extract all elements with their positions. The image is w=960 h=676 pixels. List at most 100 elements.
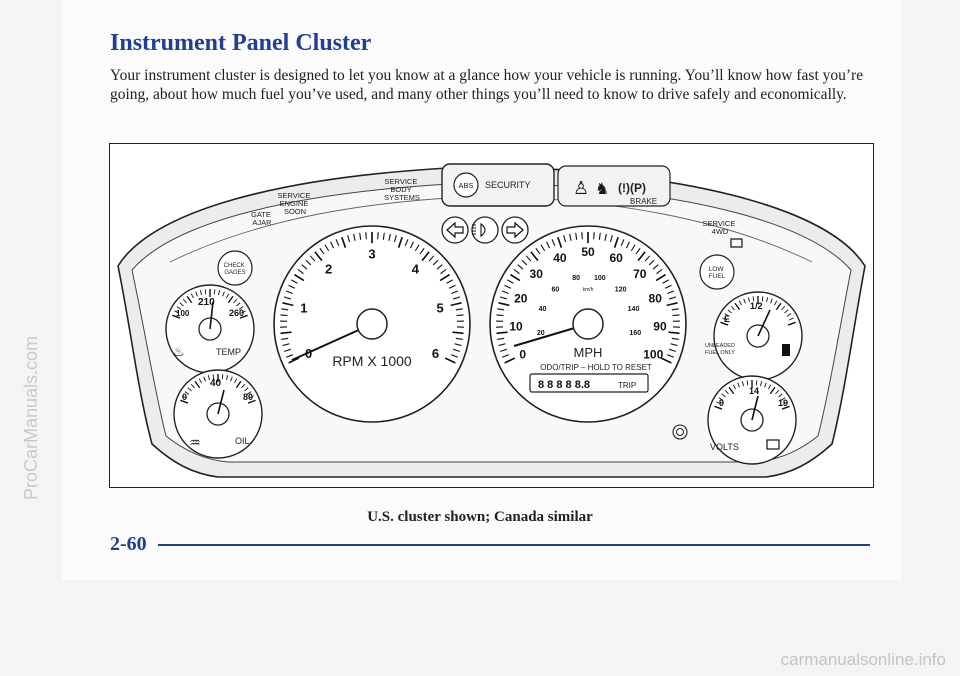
temp-scale-260: 260 xyxy=(229,308,244,318)
tach-hub xyxy=(356,308,388,340)
service-body-systems-light: SERVICE BODY SYSTEMS xyxy=(384,177,420,202)
gauge-number: 100 xyxy=(594,275,606,282)
gauge-tick xyxy=(455,308,463,311)
gauge-tick xyxy=(598,232,601,240)
gauge-tick xyxy=(190,383,195,389)
gauge-tick xyxy=(667,290,675,295)
gauge-tick xyxy=(172,314,181,319)
gauge-number: 3 xyxy=(368,247,375,262)
gauge-tick xyxy=(774,300,778,306)
gauge-number: 6 xyxy=(432,346,439,361)
gauge-tick xyxy=(291,279,298,284)
gauge-tick xyxy=(281,337,289,340)
gauge-tick xyxy=(655,273,667,282)
gauge-tick xyxy=(496,331,508,335)
gauge-tick xyxy=(666,301,678,307)
gauge-tick xyxy=(324,244,330,252)
fuel-scale-empty: E xyxy=(724,314,730,324)
gauge-tick xyxy=(226,375,229,381)
gauge-tick xyxy=(786,313,792,317)
gauge-tick xyxy=(204,289,207,295)
gauge-tick xyxy=(664,284,672,289)
battery-icon-4wd xyxy=(730,238,743,248)
seatbelt-brake-panel xyxy=(557,165,671,207)
gauge-tick xyxy=(778,393,783,398)
gauge-tick xyxy=(788,317,794,321)
gauge-number: 10 xyxy=(509,320,523,334)
gauge-number: 30 xyxy=(530,267,544,281)
gauge-tick xyxy=(499,296,507,300)
gauge-tick xyxy=(319,247,325,255)
right-turn-signal-icon xyxy=(501,216,529,244)
gauge-tick xyxy=(234,378,238,384)
gauge-tick xyxy=(182,298,187,304)
fuel-needle xyxy=(757,309,771,337)
gauge-tick xyxy=(545,241,551,249)
gauge-tick xyxy=(203,376,206,382)
gauge-tick xyxy=(604,233,607,241)
gauge-tick xyxy=(644,255,651,262)
trip-reset-button[interactable] xyxy=(672,424,688,440)
gauge-tick xyxy=(238,306,244,310)
gauge-tick xyxy=(652,264,659,270)
gauge-tick xyxy=(382,232,385,240)
speedo-hub xyxy=(572,308,604,340)
gauge-tick xyxy=(504,357,516,364)
gauge-tick xyxy=(668,331,680,335)
unleaded-fuel-only-label: UNLEADED FUEL ONLY xyxy=(705,343,736,356)
tach-label: RPM X 1000 xyxy=(332,353,412,369)
gauge-tick xyxy=(244,387,249,392)
gauge-tick xyxy=(353,233,356,241)
gauge-tick xyxy=(444,357,456,364)
gauge-tick xyxy=(502,354,509,358)
gauge-tick xyxy=(728,386,735,395)
gauge-tick xyxy=(513,269,520,275)
fuel-pump-icon xyxy=(782,344,790,356)
gauge-number: 40 xyxy=(553,251,567,265)
warning-lights-left: GATE AJAR SERVICE ENGINE SOON SERVICE BO… xyxy=(251,177,420,227)
gauge-tick xyxy=(247,399,256,404)
gauge-tick xyxy=(766,297,769,303)
gauge-tick xyxy=(218,290,221,296)
gauge-tick xyxy=(741,381,744,387)
gauge-tick xyxy=(734,302,741,311)
gauge-tick xyxy=(671,308,679,311)
gauge-tick xyxy=(314,251,323,262)
check-gages-light xyxy=(217,250,253,286)
side-watermark-text: ProCarManuals.com xyxy=(21,335,41,500)
gauge-tick xyxy=(500,348,508,352)
gauge-tick xyxy=(525,255,532,262)
gauge-tick xyxy=(207,375,210,381)
gauge-tick xyxy=(455,337,463,340)
gauge-tick xyxy=(781,405,790,410)
gauge-tick xyxy=(722,317,728,321)
gauge-tick xyxy=(667,354,674,358)
gauge-tick xyxy=(347,235,351,243)
gauge-tick xyxy=(755,380,758,386)
volts-scale-19: 19 xyxy=(778,398,788,408)
gauge-tick xyxy=(743,298,746,304)
gauge-tick xyxy=(222,291,225,297)
page-title: Instrument Panel Cluster xyxy=(110,30,372,56)
gauge-tick xyxy=(230,376,233,382)
gauge-tick xyxy=(248,395,254,399)
gauge-tick xyxy=(180,399,189,404)
gauge-tick xyxy=(727,309,732,314)
gauge-tick xyxy=(393,235,397,243)
gauge-tick xyxy=(716,401,722,405)
gauge-number: 2 xyxy=(325,262,332,277)
gauge-number: 160 xyxy=(629,330,641,337)
left-arrow-icon xyxy=(446,221,464,239)
gauge-tick xyxy=(613,236,619,248)
gauge-tick xyxy=(551,239,556,246)
gauge-number: 70 xyxy=(633,267,647,281)
gauge-tick xyxy=(286,354,293,358)
gauge-tick xyxy=(671,337,679,340)
gauge-tick xyxy=(575,232,578,240)
gauge-tick xyxy=(635,247,641,255)
gauge-tick xyxy=(672,314,680,317)
temp-scale-210: 210 xyxy=(198,297,215,308)
gauge-tick xyxy=(388,233,391,241)
